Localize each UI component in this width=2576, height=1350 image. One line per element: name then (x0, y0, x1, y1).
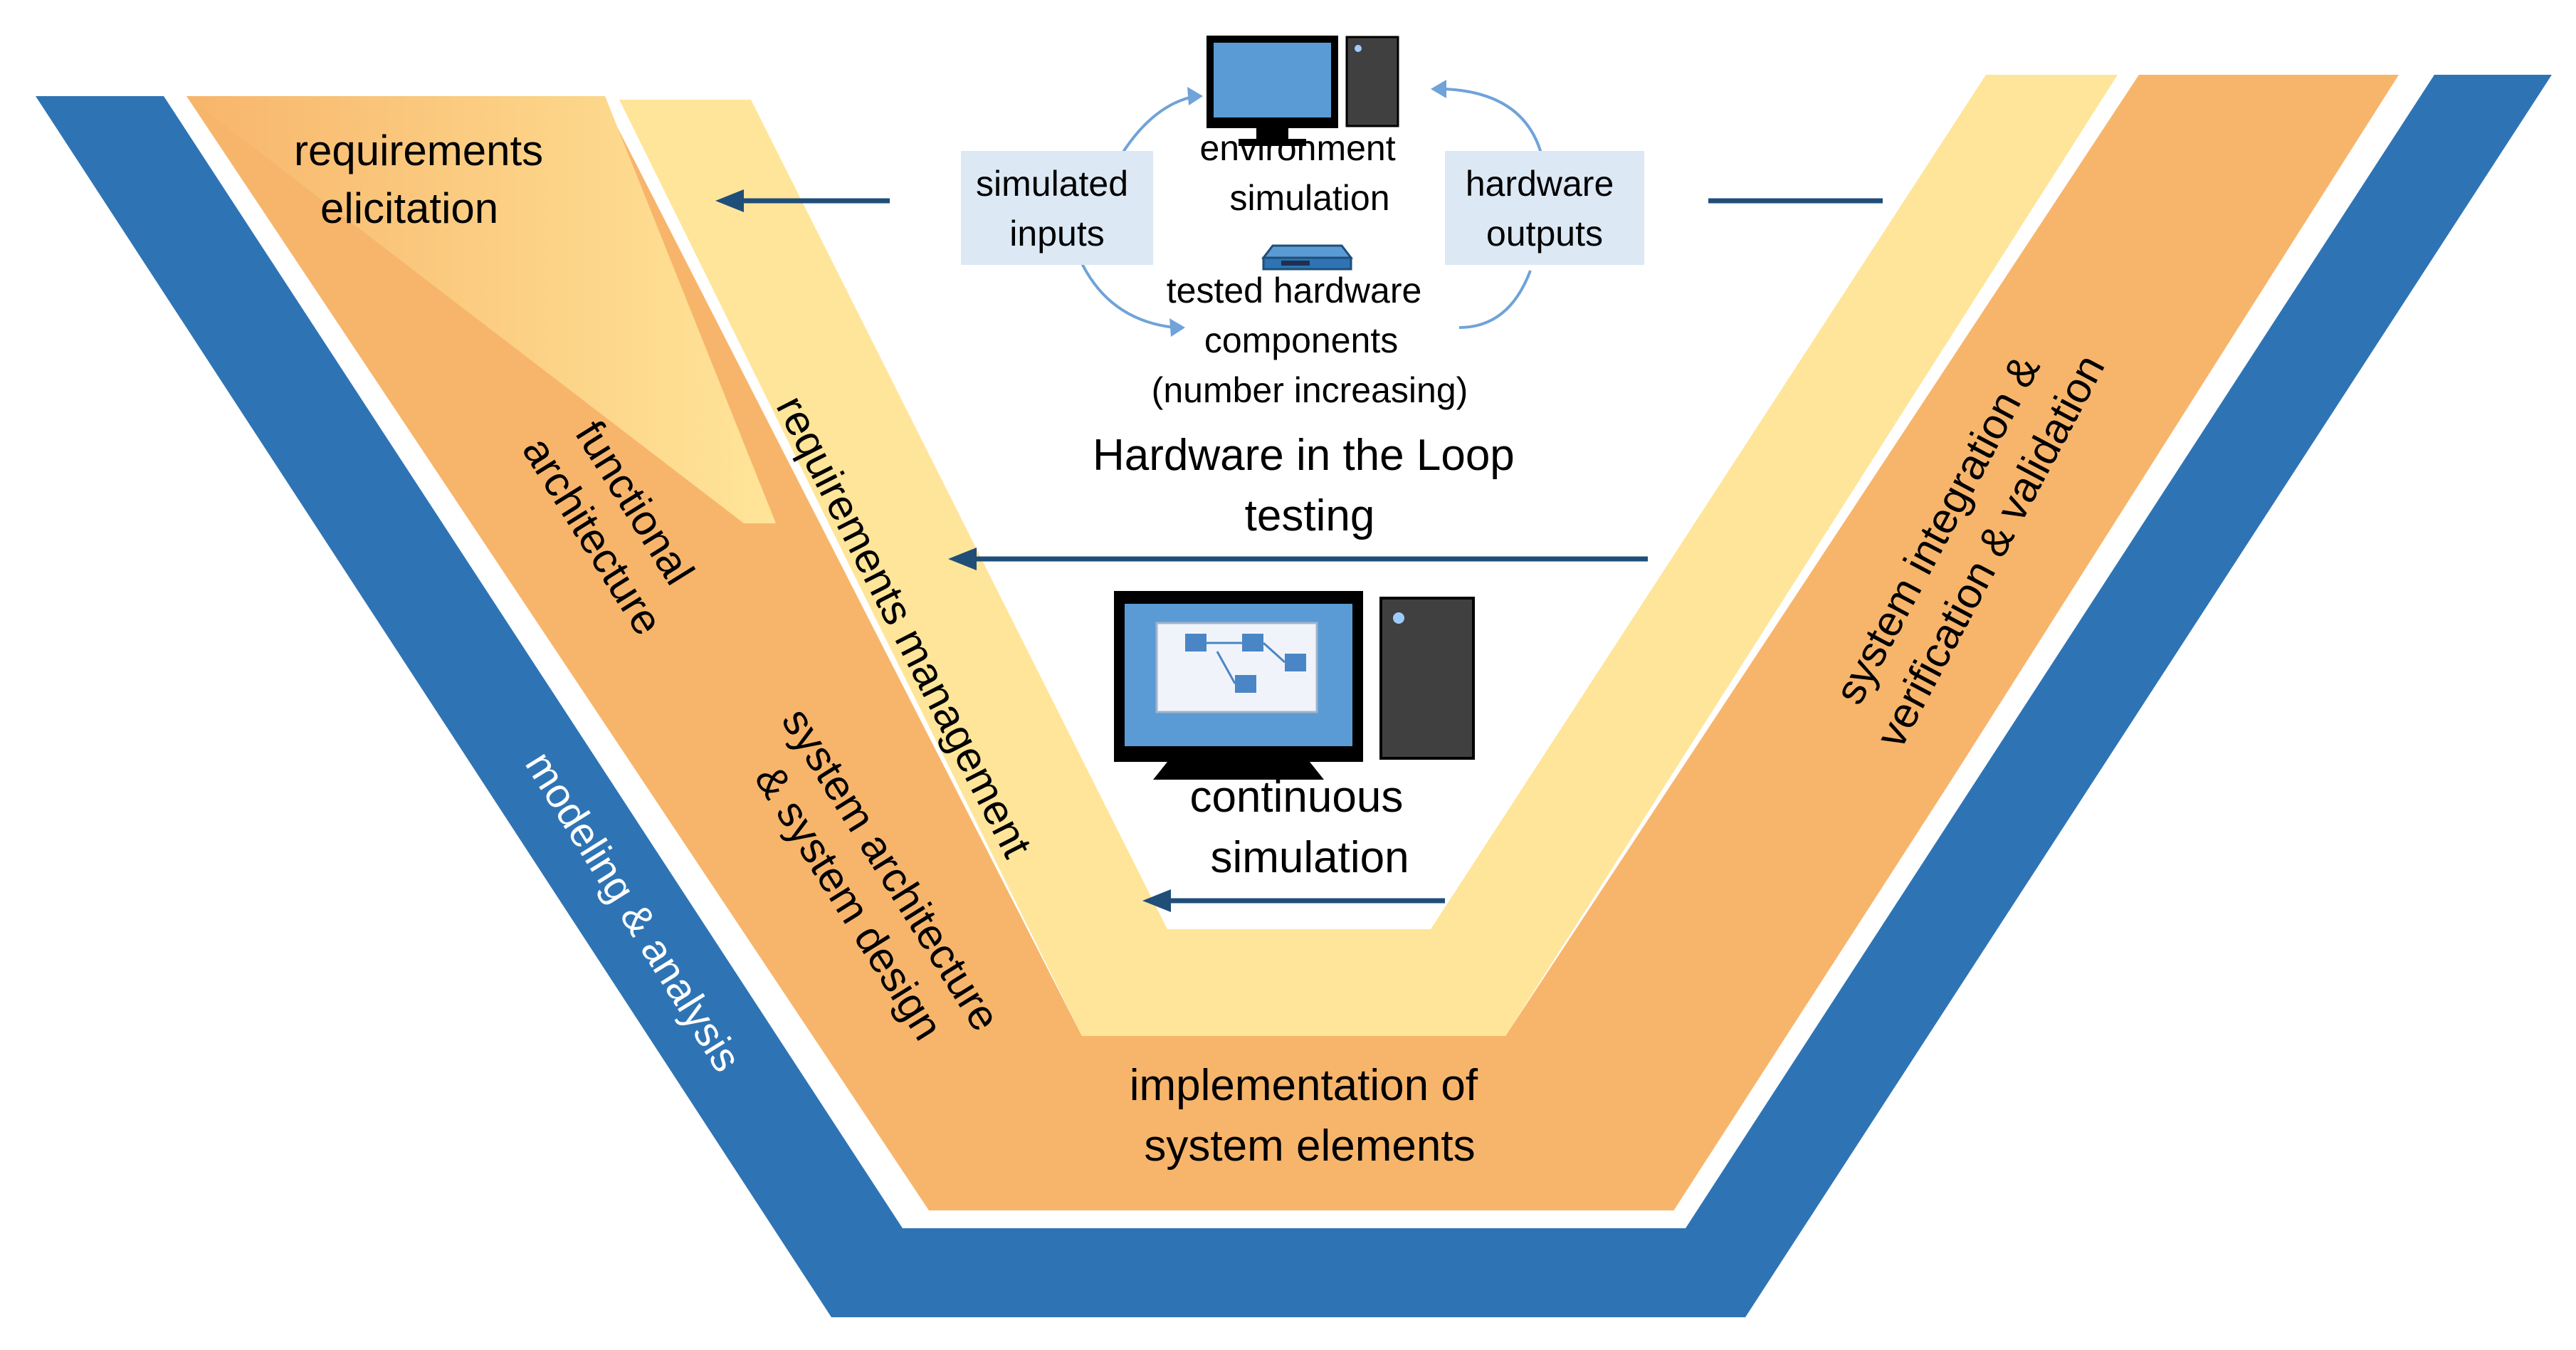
simulated-inputs-text: simulated inputs (976, 164, 1138, 253)
loop-arrow-bottom-left (1081, 263, 1175, 329)
hil-diagram: environment simulation simulated inputs … (961, 36, 1644, 540)
loop-arrow-bottom-right (1458, 270, 1532, 329)
loop-arrowhead-top-left (1187, 87, 1203, 105)
hil-title-text: Hardware in the Loop testing (1093, 431, 1527, 540)
tested-hardware-text: tested hardware components (number incre… (1152, 271, 1468, 410)
design-band (186, 75, 2399, 1210)
requirements-elicitation-label: requirements elicitation (294, 127, 555, 232)
hil-arrow-head (948, 548, 977, 570)
modeling-analysis-band (36, 75, 2552, 1317)
desktop-computer-icon (1206, 36, 1399, 146)
implementation-label: implementation of system elements (1130, 1061, 1491, 1171)
environment-simulation-text: environment simulation (1199, 128, 1405, 218)
simulation-workstation-icon (1114, 591, 1475, 780)
network-device-icon (1261, 244, 1354, 271)
continuous-simulation-text: continuous simulation (1189, 773, 1415, 882)
hardware-outputs-text: hardware outputs (1466, 164, 1624, 253)
hardware-outputs-box (1445, 151, 1644, 265)
requirements-management-band (619, 75, 2118, 1036)
band-separator-outer (167, 70, 2424, 1228)
simulated-inputs-box (961, 151, 1153, 265)
loop-arrowhead-bottom-left (1169, 318, 1185, 337)
loop-arrow-top-right (1444, 88, 1542, 154)
continuous-arrow-head (1142, 889, 1171, 912)
requirements-elicitation-fade (186, 96, 776, 523)
arrow-to-elicitation-head (715, 189, 744, 212)
feedback-arrows (715, 189, 1883, 912)
loop-arrowhead-top-right (1431, 80, 1446, 98)
